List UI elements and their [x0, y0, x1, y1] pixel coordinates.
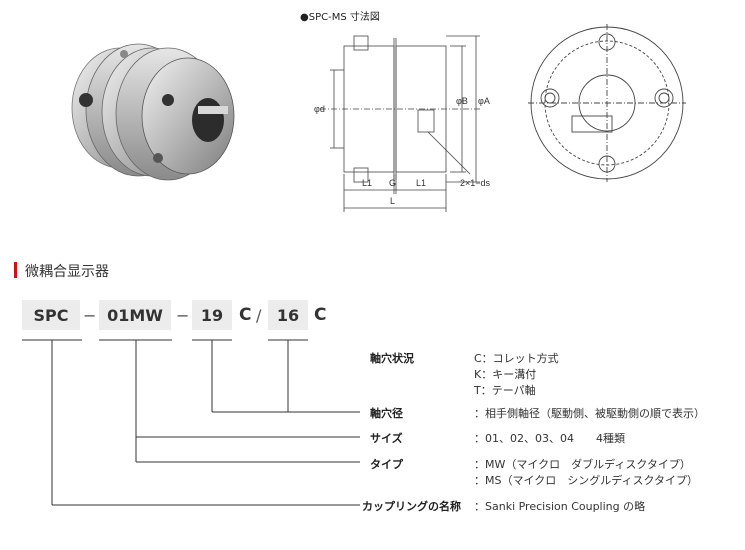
- legend-label-type: タイプ: [370, 458, 403, 471]
- legend-value-type-mw: ：MW（マイクロ ダブルディスクタイプ）: [474, 458, 691, 471]
- side-view-drawing: φd φB φA L1 G L1 L 2×1−ds: [314, 35, 491, 212]
- code-bore-type-1: C: [239, 305, 252, 325]
- dim-a-label: φA: [478, 96, 490, 106]
- code-bore-type-2: C: [314, 305, 327, 325]
- code-separator-1: −: [83, 305, 97, 325]
- legend-value-name: ：Sanki Precision Coupling の略: [474, 500, 646, 513]
- legend-label-name: カップリングの名称: [362, 500, 461, 513]
- drawing-caption: ●SPC-MS 寸法図: [300, 12, 380, 23]
- legend-label-bore: 軸穴状況: [370, 352, 414, 365]
- code-slash: /: [256, 305, 262, 325]
- legend-value-size: ：01、02、03、04 4種類: [474, 432, 625, 445]
- code-segment-bore-drive: 19: [192, 300, 232, 330]
- legend-value-bore-t: T：テーパ軸: [474, 384, 536, 397]
- legend-value-bore-k: K：キー溝付: [474, 368, 537, 381]
- dim-b-label: φB: [456, 96, 468, 106]
- legend-value-bore-dia: ：相手側軸径（駆動側、被駆動側の順で表示）: [474, 407, 705, 420]
- code-segment-series: SPC: [22, 300, 80, 330]
- dim-g-label: G: [389, 178, 396, 188]
- legend-value-bore-c: C：コレット方式: [474, 352, 559, 365]
- dim-l1-right-label: L1: [416, 178, 426, 188]
- legend-value-type-ms: ：MS（マイクロ シングルディスクタイプ）: [474, 474, 699, 487]
- legend-label-size: サイズ: [370, 432, 403, 445]
- code-separator-2: −: [176, 305, 190, 325]
- legend-label-bore-dia: 軸穴径: [370, 407, 403, 420]
- end-view-drawing: [528, 24, 686, 182]
- dim-d-label: φd: [314, 104, 325, 114]
- section-accent-bar: [14, 262, 17, 278]
- dim-l-label: L: [390, 196, 395, 206]
- code-segment-size-type: 01MW: [99, 300, 171, 330]
- dim-l1-left-label: L1: [362, 178, 372, 188]
- coupling-photo: [71, 43, 235, 181]
- screw-note-label: 2×1−ds: [460, 178, 491, 188]
- code-segment-bore-driven: 16: [268, 300, 308, 330]
- section-title: 微耦合显示器: [25, 264, 109, 280]
